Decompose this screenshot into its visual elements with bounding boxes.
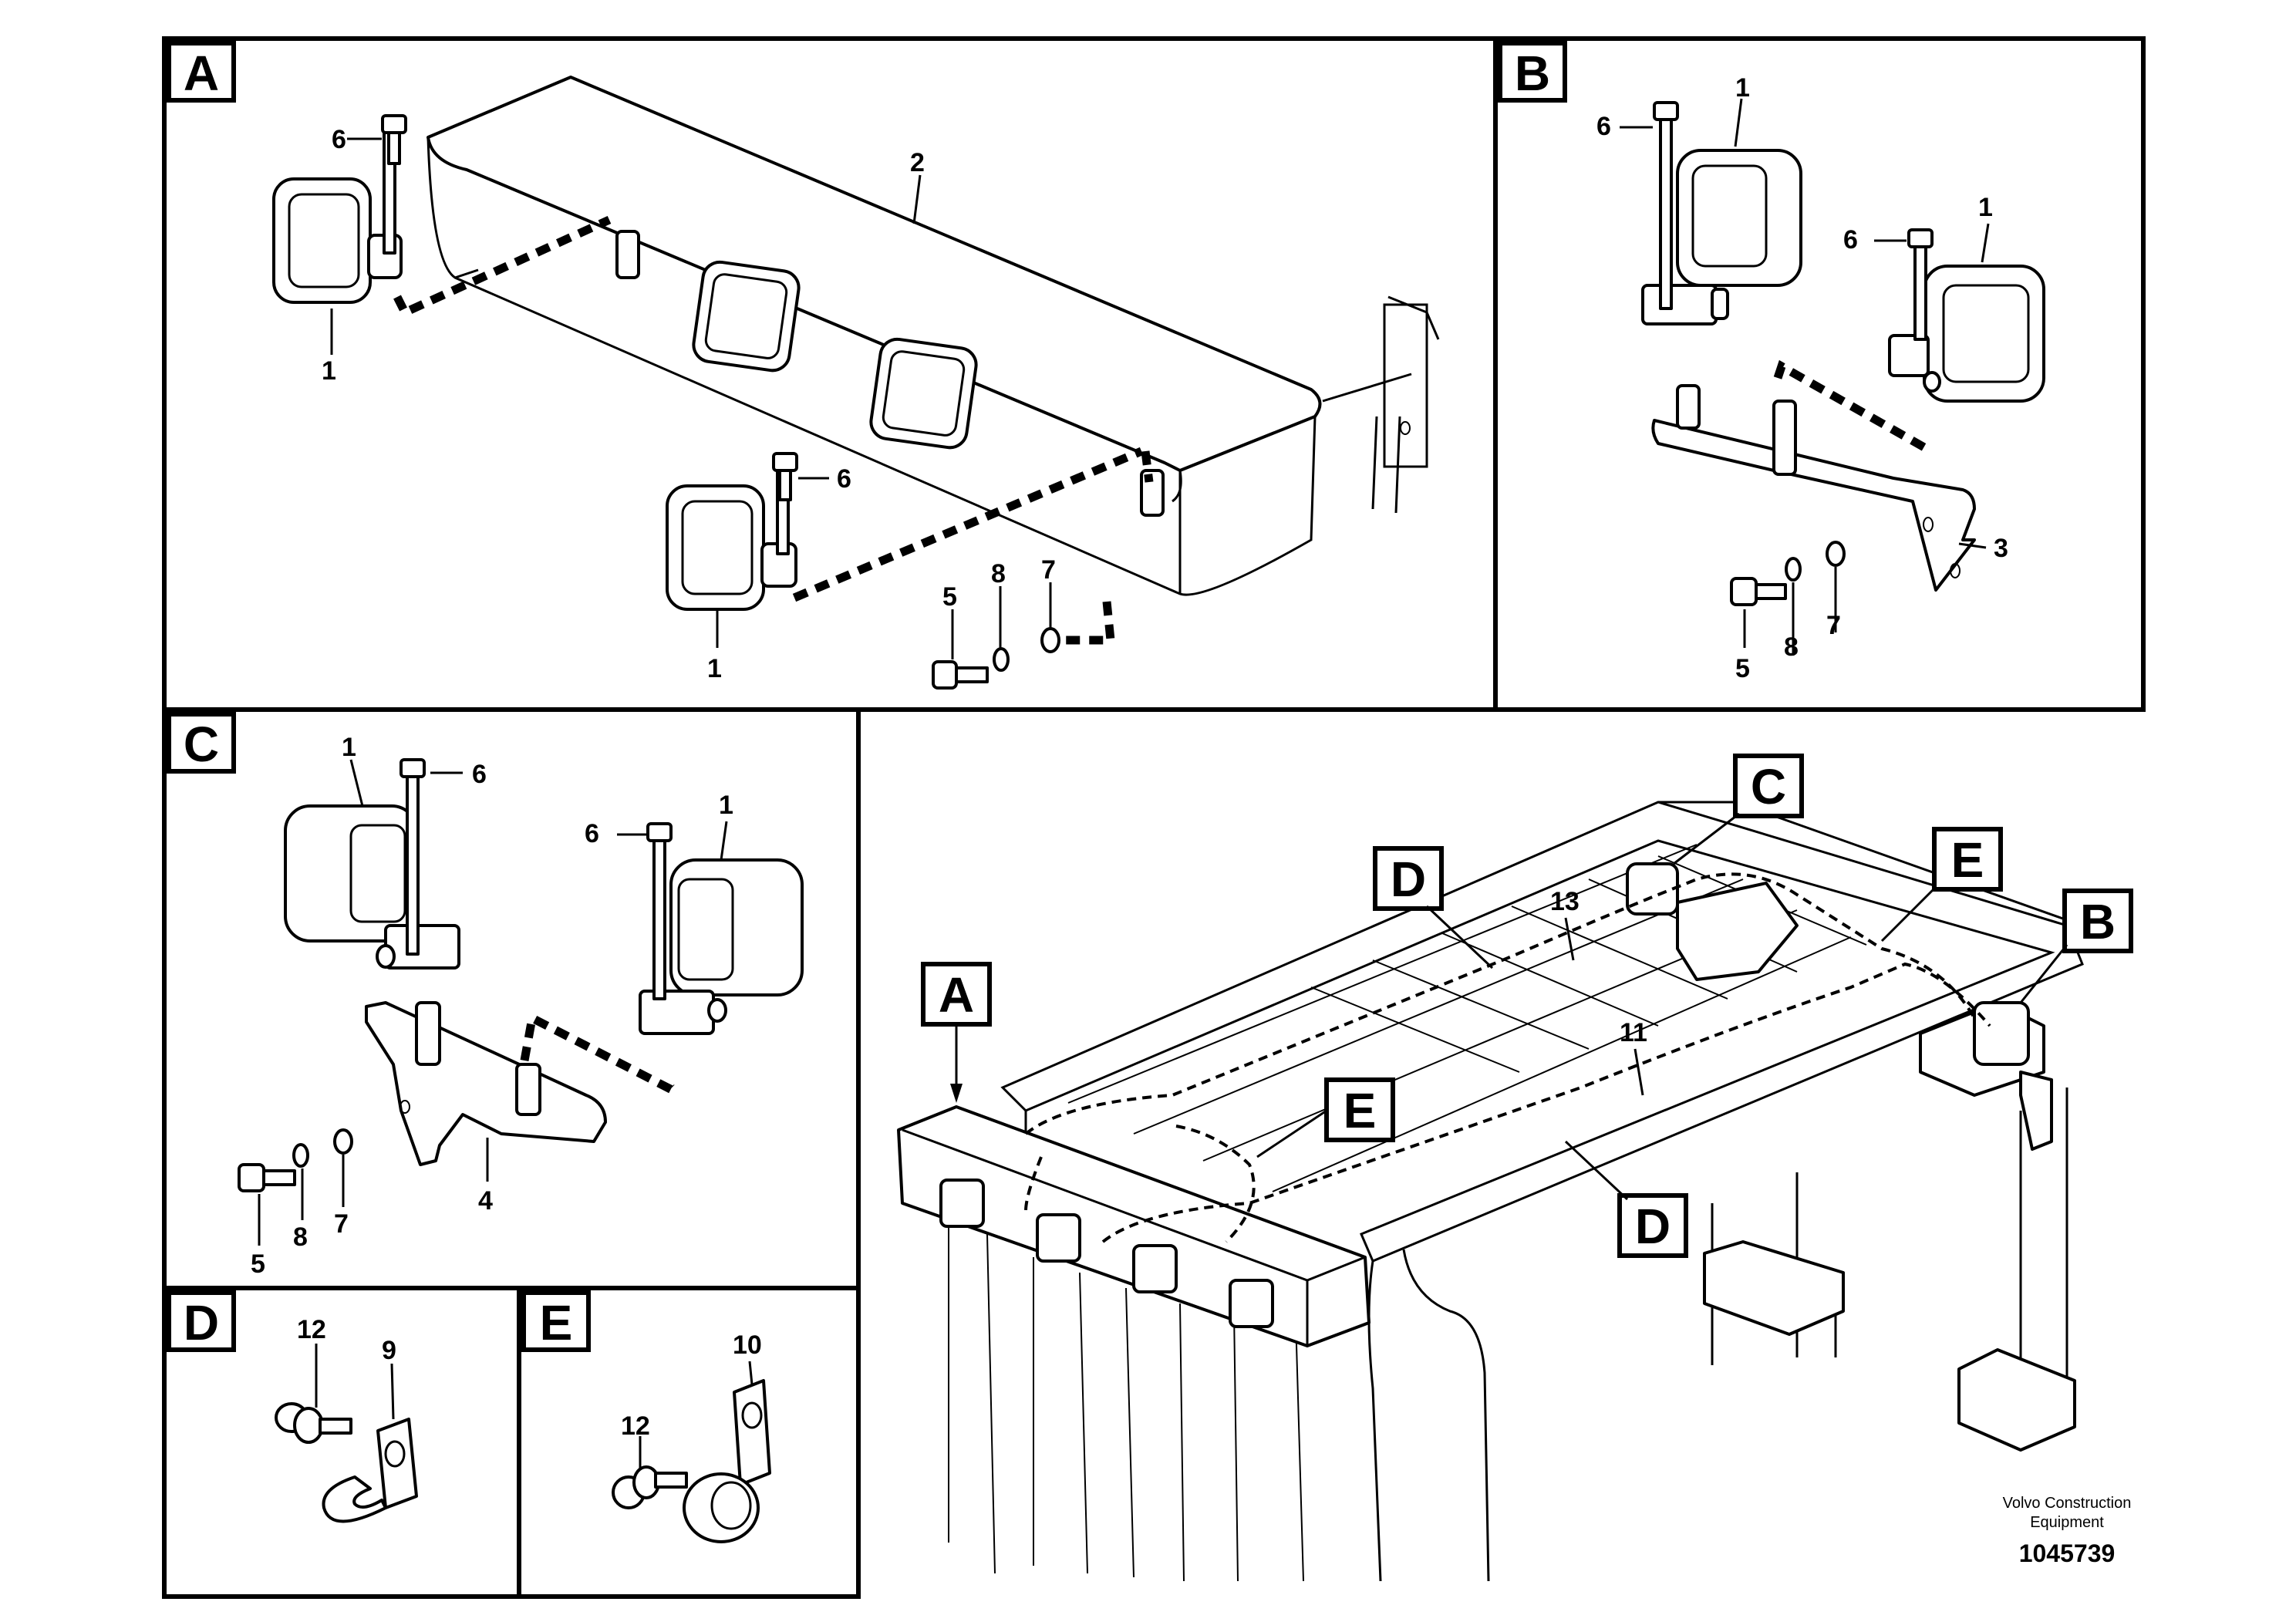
panel-b-frame	[1493, 36, 2146, 712]
svg-text:13: 13	[1550, 887, 1580, 916]
svg-text:1: 1	[719, 791, 733, 820]
svg-text:12: 12	[297, 1315, 326, 1344]
svg-text:D: D	[184, 1295, 219, 1351]
svg-text:C: C	[184, 717, 219, 772]
panel-e-tag: E	[521, 1290, 591, 1352]
svg-text:1: 1	[707, 654, 722, 683]
svg-text:6: 6	[585, 819, 599, 848]
panel-a-drawing: 6 2 1 6 5 8 7 1	[272, 76, 1440, 690]
svg-text:6: 6	[1596, 112, 1611, 141]
panel-e-frame	[517, 1286, 861, 1599]
cab-side	[948, 1219, 1304, 1582]
work-light-b-lower	[1888, 265, 2045, 403]
svg-text:6: 6	[1843, 225, 1858, 255]
panel-b-tag: B	[1498, 41, 1567, 103]
washer-7-b	[1826, 541, 1846, 567]
svg-text:4: 4	[478, 1186, 493, 1216]
work-light-bottom	[666, 467, 797, 611]
svg-text:6: 6	[837, 464, 851, 494]
washer-8-a	[993, 647, 1010, 672]
svg-text:3: 3	[1994, 534, 2008, 563]
washer-8-c	[292, 1143, 309, 1168]
company-line-1: Volvo Construction	[2003, 1495, 2132, 1512]
panel-a-tag: A	[167, 41, 236, 103]
panel-e-drawing: 12 10	[612, 1330, 771, 1543]
svg-text:B: B	[2080, 894, 2116, 949]
overview-callout-d-upper: D	[1373, 846, 1494, 969]
svg-text:C: C	[1751, 759, 1786, 814]
panel-d-tag: D	[167, 1290, 236, 1352]
overview-callout-e-right: E	[1880, 827, 2003, 943]
svg-text:8: 8	[1784, 632, 1799, 662]
svg-text:E: E	[1344, 1083, 1377, 1138]
work-light-left	[272, 128, 403, 304]
svg-text:E: E	[1951, 832, 1984, 888]
svg-text:6: 6	[332, 125, 346, 154]
bolt-5-c	[238, 1163, 296, 1192]
svg-text:2: 2	[910, 148, 925, 177]
mounting-bracket-4	[365, 1001, 607, 1166]
svg-text:6: 6	[472, 760, 487, 789]
svg-text:B: B	[1515, 46, 1550, 101]
svg-text:5: 5	[251, 1249, 265, 1279]
panel-b-drawing: 6 1 6 1 3 5 8 7	[1596, 73, 2045, 683]
screw-6-a-top	[381, 114, 407, 165]
svg-text:1: 1	[342, 733, 356, 762]
bolt-5-b	[1730, 577, 1787, 606]
cable-clamp-9	[322, 1418, 418, 1523]
svg-text:A: A	[184, 46, 219, 101]
svg-text:D: D	[1391, 851, 1426, 907]
bolt-5-a	[932, 660, 989, 690]
svg-text:10: 10	[733, 1330, 762, 1360]
screw-12-e	[612, 1465, 688, 1509]
svg-text:5: 5	[1735, 654, 1750, 683]
panel-c-drawing: 1 6 6 1 5 8 7 4	[238, 733, 804, 1279]
svg-text:1: 1	[1978, 193, 1993, 222]
panel-d-drawing: 12 9	[275, 1315, 418, 1523]
washer-7-a	[1040, 627, 1060, 653]
screw-6-a-bottom	[772, 452, 798, 501]
overview-callout-d-lower: D	[1564, 1140, 1688, 1258]
overview-drawing: A B C D D E E	[897, 754, 2133, 1582]
cab-roof-frame	[1000, 801, 2084, 1263]
svg-text:12: 12	[621, 1411, 650, 1441]
drawing-number: 1045739	[2019, 1539, 2116, 1567]
wiring-harness-11	[1101, 962, 1991, 1243]
svg-text:7: 7	[334, 1209, 349, 1239]
panel-c-tag: C	[167, 712, 236, 774]
mounting-bracket-3	[1651, 419, 1976, 592]
company-line-2: Equipment	[2030, 1514, 2104, 1531]
overview-callout-e-left: E	[1256, 1077, 1395, 1158]
panel-c-frame	[162, 707, 861, 1290]
cable-clamp-10	[683, 1379, 771, 1543]
svg-text:8: 8	[293, 1222, 308, 1252]
cab-post	[1371, 295, 1440, 514]
svg-text:A: A	[939, 967, 974, 1023]
svg-text:5: 5	[942, 582, 957, 612]
svg-text:E: E	[540, 1295, 573, 1351]
svg-text:7: 7	[1826, 611, 1841, 640]
svg-text:1: 1	[322, 356, 336, 386]
overview-callout-c: C	[1673, 754, 1804, 865]
svg-text:11: 11	[1620, 1018, 1647, 1047]
svg-text:7: 7	[1041, 555, 1056, 585]
svg-text:D: D	[1635, 1199, 1671, 1254]
footer: Volvo Construction Equipment 1045739	[2003, 1495, 2132, 1567]
overview-callout-b: B	[2019, 889, 2133, 1003]
washer-7-c	[333, 1128, 353, 1155]
svg-text:9: 9	[382, 1336, 396, 1365]
wiring-harness-13	[1024, 872, 1976, 1135]
washer-8-b	[1785, 557, 1802, 582]
svg-text:1: 1	[1735, 73, 1750, 103]
svg-text:8: 8	[991, 559, 1006, 588]
work-light-c-left	[284, 804, 460, 969]
overview-callout-a: A	[921, 962, 992, 1103]
screw-12-d	[275, 1402, 352, 1444]
work-light-c-right	[639, 858, 804, 1035]
